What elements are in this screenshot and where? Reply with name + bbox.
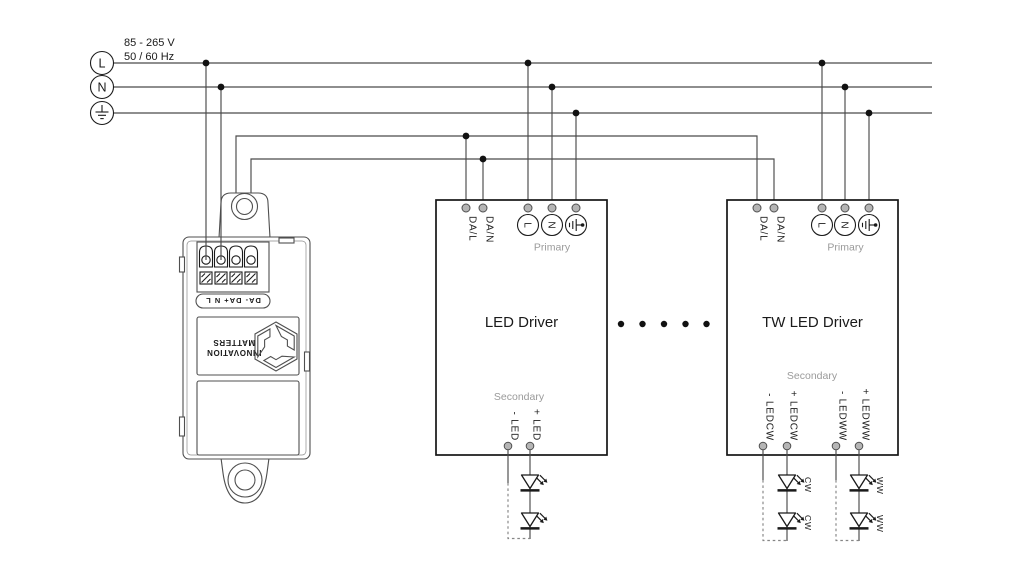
tw-driver-plus-ww-label: + LEDWW — [860, 388, 871, 441]
power-rails — [113, 62, 932, 114]
tw-driver-plus-ww-terminal — [854, 441, 864, 451]
controller-clip-right — [303, 351, 311, 372]
led-driver-primary-label: Primary — [534, 242, 571, 254]
tw-driver-neutral-symbol: N — [839, 221, 850, 228]
ww-chain-return-dashed — [835, 480, 859, 542]
live-label: L — [99, 57, 106, 71]
earth-icon — [95, 105, 109, 120]
dali-controller: DA- DA+ N L INNOVATION MATTERS — [178, 192, 311, 504]
led-chain-ww: WW WW — [835, 450, 885, 542]
controller-label-strip — [195, 293, 271, 309]
ww-label-2: WW — [875, 515, 885, 533]
controller-clip-top — [278, 237, 295, 244]
tw-driver-title: TW LED Driver — [762, 314, 863, 331]
tw-driver-earth-circle — [857, 213, 881, 237]
brand-hexagon-icon — [254, 321, 298, 372]
tw-driver-live-symbol: L — [816, 222, 827, 228]
led-icon — [519, 511, 549, 530]
controller-logo-panel — [196, 316, 300, 376]
led-icon — [776, 511, 806, 530]
continuation-dots — [617, 320, 710, 328]
led-driver-minus-terminal — [503, 441, 513, 451]
led-icon — [776, 473, 806, 492]
tw-driver-input-terminals — [752, 203, 874, 213]
live-terminal-circle — [89, 50, 115, 76]
brand-line1: INNOVATION — [206, 348, 261, 357]
tw-driver-minus-ww-label: - LEDWW — [837, 391, 848, 441]
controller-top-hole — [235, 197, 254, 216]
tw-driver-primary-label: Primary — [827, 242, 864, 254]
tw-driver-plus-cw-label: + LEDCW — [788, 391, 799, 441]
earth-terminal-circle — [89, 100, 115, 126]
led-icon — [519, 473, 549, 492]
controller-bottom-hole — [234, 469, 256, 491]
led-driver-input-terminals — [461, 203, 581, 213]
neutral-label: N — [97, 81, 106, 95]
tw-driver-live-circle — [810, 213, 834, 237]
led-driver-live-circle — [516, 213, 540, 237]
tw-driver-box — [726, 199, 899, 456]
led-driver-secondary-label: Secondary — [494, 391, 545, 403]
controller-strip-text: DA- DA+ N L — [205, 296, 261, 305]
controller-clip-left-lower — [178, 416, 186, 437]
cw-label-2: CW — [803, 515, 813, 531]
controller-wires — [205, 63, 222, 260]
controller-clip-left-upper — [178, 256, 186, 273]
led-driver-title: LED Driver — [485, 314, 558, 331]
controller-screws — [199, 271, 258, 285]
supply-terminals: L N — [89, 50, 115, 126]
tw-driver-dan-label: DA/N — [775, 216, 786, 243]
led-driver-box — [435, 199, 608, 456]
led-driver-neutral-symbol: N — [546, 221, 557, 228]
led-driver-plus-label: + LED — [531, 409, 542, 441]
led-chain-single — [507, 450, 549, 540]
supply-frequency: 50 / 60 Hz — [124, 51, 174, 63]
tw-driver-neutral-circle — [833, 213, 857, 237]
tw-driver-minus-cw-terminal — [758, 441, 768, 451]
tw-driver-secondary-label: Secondary — [787, 370, 838, 382]
tw-driver-minus-cw-label: - LEDCW — [764, 393, 775, 441]
ww-label-1: WW — [875, 477, 885, 495]
cw-chain-return-dashed — [762, 480, 787, 542]
led-driver-plus-terminal — [525, 441, 535, 451]
led-icon — [848, 473, 878, 492]
led-icon — [848, 511, 878, 530]
tw-driver-plus-cw-terminal — [782, 441, 792, 451]
supply-voltage: 85 - 265 V — [124, 37, 175, 49]
led-driver-dal-label: DA/L — [467, 216, 478, 241]
led-chain-return-dashed — [507, 483, 530, 540]
led-driver-dan-label: DA/N — [484, 216, 495, 243]
controller-blank-panel — [196, 380, 300, 456]
tw-driver-dal-label: DA/L — [758, 216, 769, 241]
led-driver-minus-label: - LED — [509, 411, 520, 441]
junction-dots — [202, 59, 873, 163]
brand-text: INNOVATION MATTERS — [206, 338, 261, 357]
neutral-terminal-circle — [89, 74, 115, 100]
cw-label-1: CW — [803, 477, 813, 493]
led-driver-live-symbol: L — [522, 222, 533, 228]
led-driver-earth-circle — [564, 213, 588, 237]
led-chain-cw: CW CW — [762, 450, 813, 542]
tw-led-driver: TW LED Driver DA/L DA/N L N Primary Seco… — [726, 63, 899, 456]
tw-driver-minus-ww-terminal — [831, 441, 841, 451]
brand-line2: MATTERS — [213, 338, 255, 347]
led-driver: LED Driver DA/L DA/N L N Primary Seconda… — [435, 63, 608, 456]
led-driver-neutral-circle — [540, 213, 564, 237]
